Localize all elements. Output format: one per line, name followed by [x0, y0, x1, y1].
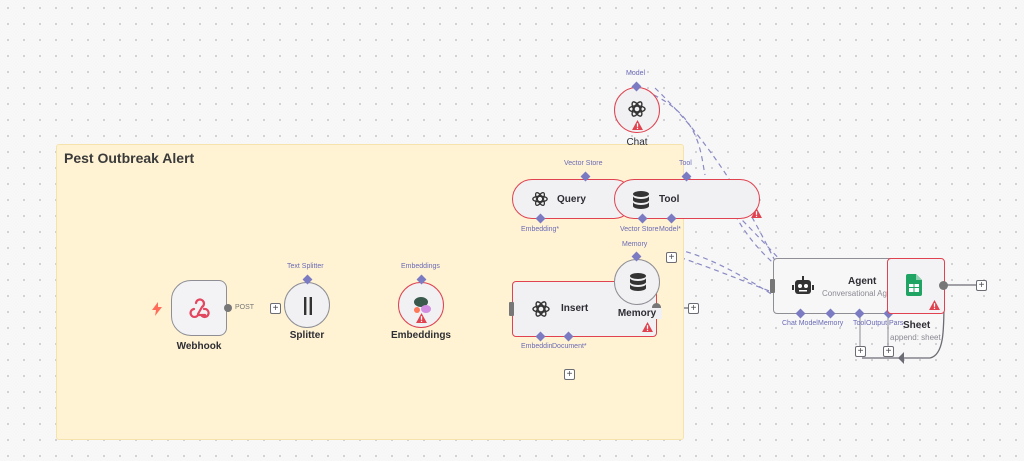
insert-input-handle[interactable] — [509, 302, 514, 316]
warning-icon — [929, 300, 940, 310]
query-node-label: Query — [557, 194, 586, 205]
memory-node-label: Memory — [612, 308, 662, 319]
openai-icon — [532, 301, 550, 317]
insert-node-label: Insert — [561, 303, 589, 314]
sheet-node-subtitle: append: sheet — [890, 333, 941, 342]
chat-node-label: Chat — [626, 137, 648, 148]
webhook-node[interactable] — [171, 280, 227, 336]
sheet-node[interactable] — [887, 258, 945, 314]
sheet-node-label: Sheet — [903, 320, 931, 331]
splitter-node-label: Splitter — [289, 330, 325, 341]
query-node[interactable]: Query — [512, 179, 634, 219]
embeddings-icon — [414, 297, 431, 313]
webhook-node-label: Webhook — [176, 341, 222, 352]
agent-memory-label: Memory — [818, 320, 844, 327]
sheet-add-button[interactable]: + — [976, 280, 987, 291]
agent-node-label: Agent — [848, 276, 877, 287]
agent-output-parser-add-button[interactable]: + — [883, 346, 894, 357]
agent-tool-add-button[interactable]: + — [855, 346, 866, 357]
embeddings-node-label: Embeddings — [390, 330, 451, 341]
insert-document-port-label: Document* — [552, 343, 587, 350]
splitter-icon — [304, 297, 312, 315]
insert-document-add-button[interactable]: + — [564, 369, 575, 380]
webhook-output-handle[interactable] — [224, 304, 232, 312]
database-icon — [630, 273, 646, 291]
memory-port-label: Memory — [622, 241, 648, 248]
sticky-note-title: Pest Outbreak Alert — [64, 150, 195, 166]
tool-port-label: Tool — [679, 160, 692, 167]
openai-icon — [628, 101, 646, 117]
tool-model-port-label: Model* — [659, 226, 681, 233]
query-embedding-port-label: Embedding* — [521, 226, 560, 233]
webhook-icon — [189, 298, 210, 319]
query-vector-store-port-label: Vector Store — [564, 160, 603, 167]
warning-icon — [751, 208, 762, 218]
tool-vector-store-port-label: Vector Store — [620, 226, 659, 233]
insert-output-handle[interactable] — [652, 303, 661, 312]
splitter-node[interactable] — [284, 282, 330, 328]
agent-node[interactable]: Agent Conversational Ag — [773, 258, 897, 314]
openai-icon — [532, 191, 548, 207]
google-sheets-icon — [906, 274, 922, 296]
memory-node[interactable] — [614, 259, 660, 305]
robot-icon — [792, 276, 814, 294]
warning-icon — [416, 313, 427, 323]
agent-node-subtitle: Conversational Ag — [822, 289, 887, 298]
insert-embedding-port-label: Embeddin — [521, 343, 553, 350]
embeddings-port-label: Embeddings — [401, 263, 440, 270]
bolt-icon — [152, 302, 162, 316]
tool-node[interactable]: Tool — [614, 179, 760, 219]
webhook-post-label: POST — [235, 304, 255, 311]
sheet-output-handle[interactable] — [939, 281, 948, 290]
warning-icon — [632, 120, 643, 130]
tool-node-label: Tool — [659, 194, 680, 205]
chat-model-port-label: Model — [626, 70, 646, 77]
agent-input-handle[interactable] — [770, 279, 775, 293]
webhook-add-button[interactable]: + — [270, 303, 281, 314]
agent-chat-model-label: Chat Model — [782, 320, 818, 327]
agent-output-parser-label: Output Pars — [866, 320, 904, 327]
splitter-port-label: Text Splitter — [287, 263, 324, 270]
insert-add-button[interactable]: + — [688, 303, 699, 314]
database-icon — [633, 191, 649, 209]
agent-tool-label: Tool — [853, 320, 866, 327]
warning-icon — [642, 322, 653, 332]
tool-model-add-button[interactable]: + — [666, 252, 677, 263]
